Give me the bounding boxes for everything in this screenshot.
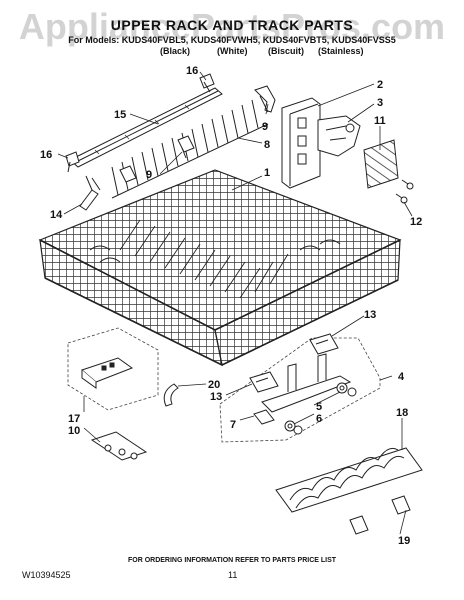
callout-17: 17 (68, 413, 80, 425)
finish-labels: (Black) (White) (Biscuit) (Stainless) (0, 46, 464, 58)
callout-14: 14 (50, 209, 63, 221)
ordering-note: FOR ORDERING INFORMATION REFER TO PARTS … (127, 557, 337, 564)
finish-biscuit: (Biscuit) (268, 46, 304, 56)
wheels-6 (284, 420, 303, 435)
rack-handle (81, 357, 134, 389)
callouts: 16 15 9 2 3 11 16 8 9 1 14 12 13 4 20 13… (40, 65, 422, 547)
callout-9b: 9 (146, 169, 152, 181)
callout-9a: 9 (262, 121, 268, 133)
clip-16-left (65, 151, 80, 173)
callout-5: 5 (316, 401, 322, 413)
adjuster-housing-2 (281, 97, 321, 189)
callout-13a: 13 (364, 309, 376, 321)
screws-12 (395, 179, 414, 204)
callout-20: 20 (208, 379, 220, 391)
callout-10: 10 (68, 425, 80, 437)
wheel-clip-10 (90, 431, 148, 461)
callout-2: 2 (377, 79, 383, 91)
clip-9-lower (177, 135, 195, 159)
clip-left-rail (119, 165, 137, 183)
wheels-5 (336, 382, 357, 397)
callout-12: 12 (410, 216, 422, 228)
callout-19: 19 (398, 535, 410, 547)
watermark: AppliancePartsPros.com (18, 6, 446, 47)
adjuster-lever-3 (317, 115, 361, 157)
clip-9-upper (254, 85, 276, 113)
page-title: UPPER RACK AND TRACK PARTS (110, 17, 354, 33)
models-line: For Models: KUDS40FVBL5, KUDS40FVWH5, KU… (68, 35, 396, 45)
upper-rack-1 (38, 169, 402, 367)
clip-13-lower (249, 371, 279, 393)
page-number: 11 (228, 570, 238, 580)
clip-16-top (199, 73, 215, 93)
finish-white: (White) (217, 46, 248, 56)
adjuster-cover-11 (363, 139, 399, 189)
callout-15: 15 (114, 109, 126, 121)
finish-stainless: (Stainless) (318, 46, 364, 56)
lever-14 (79, 175, 101, 211)
finish-black: (Black) (160, 46, 191, 56)
callout-18: 18 (396, 407, 408, 419)
track-bracket-4 (261, 353, 352, 413)
callout-4: 4 (398, 371, 405, 383)
callout-6: 6 (316, 413, 322, 425)
callout-13b: 13 (210, 391, 222, 403)
callout-8: 8 (264, 139, 270, 151)
callout-7: 7 (230, 419, 236, 431)
callout-3: 3 (377, 97, 383, 109)
clips-19 (349, 495, 411, 535)
track-rail-15 (69, 87, 223, 168)
clip-20 (163, 383, 179, 407)
track-stop-7 (253, 409, 275, 425)
leader-lines (57, 71, 413, 535)
tine-rack-18 (275, 447, 423, 513)
callout-16a: 16 (186, 65, 198, 77)
clip-13-upper (309, 333, 339, 355)
callout-16b: 16 (40, 149, 52, 161)
group-box-17 (67, 327, 159, 411)
callout-1: 1 (264, 167, 270, 179)
callout-11: 11 (374, 115, 386, 127)
document-number: W10394525 (22, 570, 71, 580)
